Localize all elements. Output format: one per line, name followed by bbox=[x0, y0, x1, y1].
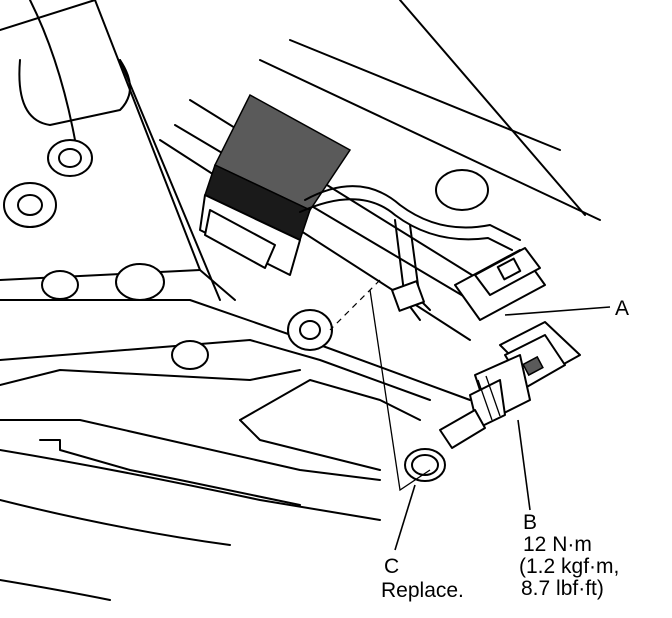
installation-path bbox=[329, 279, 431, 492]
wire-harness bbox=[299, 185, 521, 321]
actuator-cylinder bbox=[199, 93, 352, 276]
housing-bosses bbox=[3, 139, 489, 370]
sensor-b bbox=[439, 321, 581, 449]
leader-c bbox=[394, 484, 416, 551]
label-a: A bbox=[615, 297, 630, 320]
leader-a bbox=[504, 306, 611, 316]
label-b-torque-kgf: (1.2 kgf·m, bbox=[519, 555, 620, 578]
leader-b bbox=[517, 419, 531, 511]
label-b-torque-lbf: 8.7 lbf·ft) bbox=[521, 577, 604, 600]
label-c: C bbox=[384, 555, 400, 578]
label-b: B bbox=[523, 511, 538, 534]
sealing-washer-c bbox=[404, 448, 446, 482]
label-b-torque: 12 N·m bbox=[523, 533, 592, 556]
label-c-note: Replace. bbox=[381, 579, 464, 602]
harness-connector bbox=[454, 247, 546, 321]
